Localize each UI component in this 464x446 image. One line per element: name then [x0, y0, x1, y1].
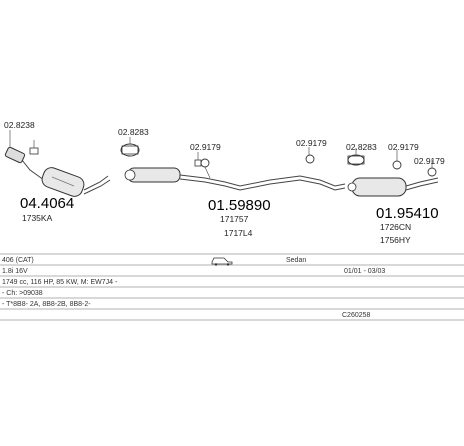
catalyst-outlet-pipe-2: [83, 179, 111, 195]
rear-sub2: 1756HY: [380, 235, 411, 245]
tail-pipe: [405, 177, 439, 187]
mid-pipe-2: [179, 178, 346, 191]
chassis-cell: - Ch: >09038: [2, 290, 43, 297]
hanger-clamp-d-icon: [305, 154, 315, 164]
catalyst-assembly: 02.8238 04.4064 1735KA: [4, 120, 111, 223]
leader-clamp-c-to-pipe: [204, 166, 211, 179]
catalyst-outlet-pipe: [83, 175, 109, 191]
catalyst-seam: [51, 176, 75, 187]
tail-pipe-2: [405, 181, 439, 191]
clamp-d-ref: 02.9179: [296, 138, 327, 148]
hanger-clamp-c-icon: [194, 158, 210, 168]
catalyst-body: [41, 167, 85, 197]
clamp-f-ref: 02.9179: [388, 142, 419, 152]
info-table: 406 (CAT) Sedan 1.8i 16V 01/01 - 03/03 1…: [0, 253, 464, 321]
front-flange: [4, 146, 26, 164]
rear-silencer: [351, 177, 407, 197]
ring-clamp-e-icon: [347, 154, 365, 166]
silencer-inlet: [124, 169, 136, 181]
body-cell: Sedan: [286, 257, 306, 264]
rear-code: 01.95410: [376, 205, 439, 222]
clamp-b-ref: 02.8283: [118, 127, 149, 137]
engine-cell: 1.8i 16V: [2, 268, 28, 275]
hanger-clamp-g-icon: [427, 167, 437, 177]
clamp-e-ref: 02.8283: [346, 142, 377, 152]
rear-silencer-inlet: [347, 182, 357, 192]
catalyst-code: 04.4064: [20, 195, 74, 212]
hanger-clamp-f-icon: [392, 160, 402, 170]
clamp-g-ref: 02.9179: [414, 156, 445, 166]
years-cell: 01/01 - 03/03: [344, 268, 385, 275]
catalyst-sub: 1735KA: [22, 213, 53, 223]
types-cell: - T*8B8- 2A, 8B8-2B, 8B8-2-: [2, 301, 91, 308]
model-cell: 406 (CAT): [2, 257, 34, 264]
clamp-icon: [29, 140, 39, 155]
middle-assembly: 02.8283 02.9179 02.9179 01.59890 171757 …: [118, 127, 346, 238]
mid-code: 01.59890: [208, 197, 271, 214]
ring-clamp-b-icon: [120, 143, 140, 157]
rear-sub1: 1726CN: [380, 222, 411, 232]
catalog-code-cell: C260258: [342, 312, 371, 319]
car-icon: [211, 257, 233, 266]
mid-sub2: 1717L4: [224, 228, 253, 238]
mid-pipe: [179, 174, 346, 187]
spec-cell: 1749 cc, 116 HP, 85 KW, M: EW7J4 -: [2, 279, 118, 286]
rear-assembly: 02.8283 02.9179 02.9179 01.95410 1726CN …: [346, 142, 445, 245]
clamp-c-ref: 02.9179: [190, 142, 221, 152]
mid-sub1: 171757: [220, 214, 249, 224]
middle-silencer: [127, 167, 181, 183]
clamp-a-ref: 02.8238: [4, 120, 35, 130]
